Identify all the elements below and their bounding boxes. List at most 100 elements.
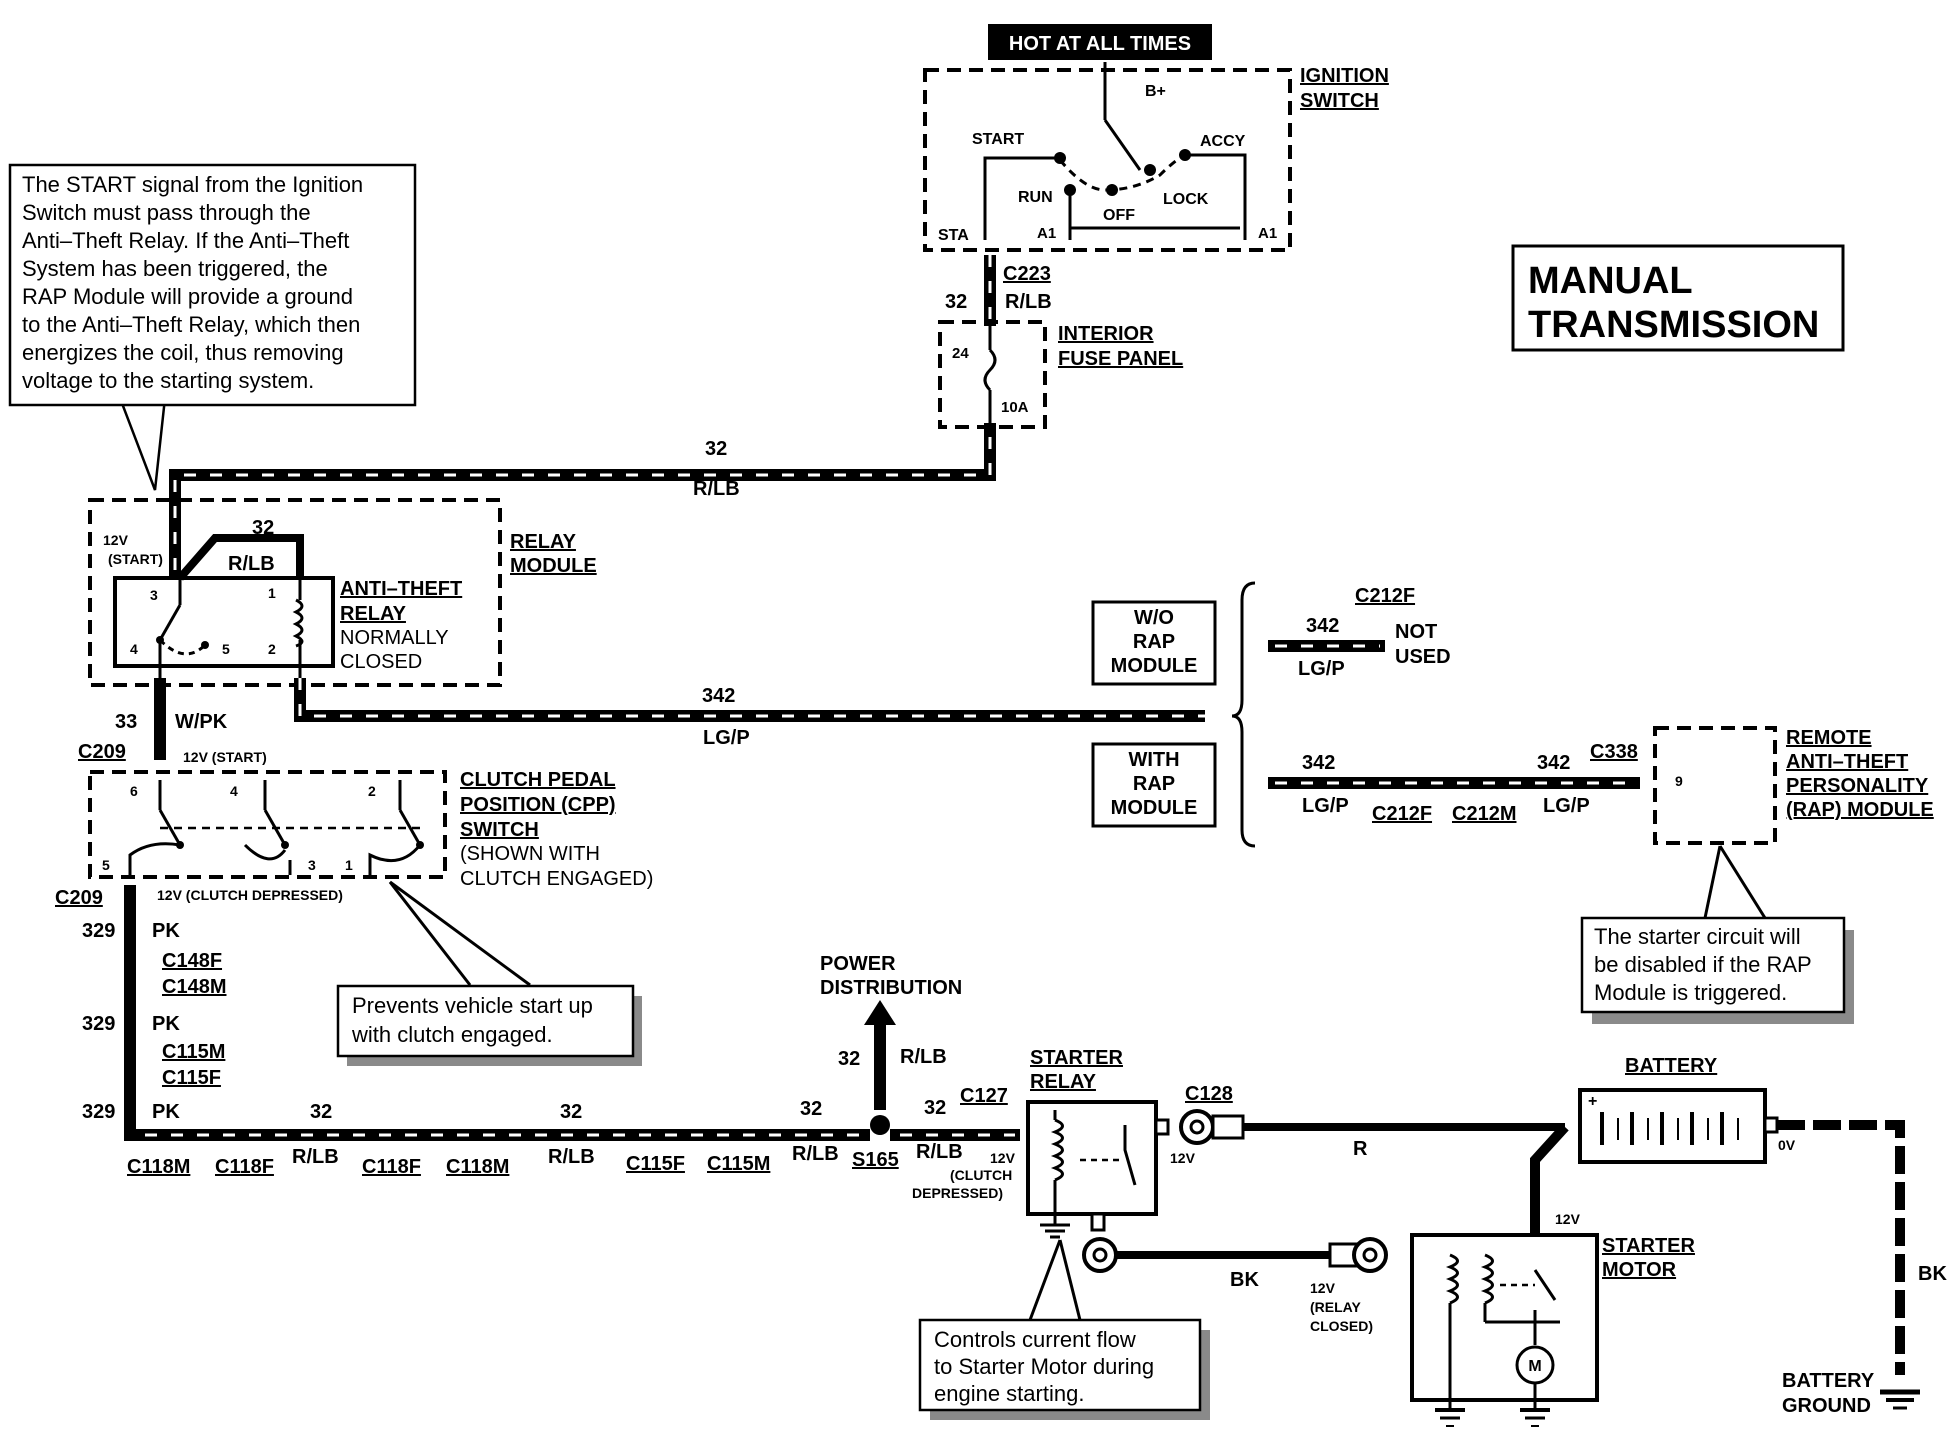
- wire-rlb-label-top: R/LB: [693, 478, 740, 500]
- callout-start-line-7: energizes the coil, thus removing: [22, 340, 344, 365]
- wire-pk-label-1: PK: [152, 920, 180, 942]
- callout-prevents-1: Prevents vehicle start up: [352, 993, 593, 1018]
- wire-329-label-2: 329: [82, 1013, 115, 1035]
- wire-rlb-bottom-3: R/LB: [792, 1143, 839, 1165]
- rap-module: 9 REMOTE ANTI–THEFT PERSONALITY (RAP) MO…: [1653, 726, 1934, 845]
- relay-pin-3: 3: [150, 587, 158, 603]
- relay-pin-1: 1: [268, 585, 276, 601]
- wire-rlb-relay-label: R/LB: [228, 553, 275, 575]
- wire-33-label: 33: [115, 711, 137, 733]
- relay-module-title-2: MODULE: [510, 555, 597, 577]
- relay-12v: 12V: [103, 532, 129, 548]
- fuse-panel-title-1: INTERIOR: [1058, 323, 1154, 345]
- wire-rlb-relay-in: R/LB: [916, 1141, 963, 1163]
- c212f-label-bottom: C212F: [1372, 803, 1432, 825]
- wire-329-label-1: 329: [82, 920, 115, 942]
- battery-ground-2: GROUND: [1782, 1395, 1871, 1417]
- cpp-pin-6: 6: [130, 783, 138, 799]
- wo-rap-2: RAP: [1133, 631, 1175, 653]
- rap-title-1: REMOTE: [1786, 727, 1872, 749]
- ignition-switch-title-1: IGNITION: [1300, 65, 1389, 87]
- rap-title-4: (RAP) MODULE: [1786, 799, 1934, 821]
- cpp-title-1: CLUTCH PEDAL: [460, 769, 616, 791]
- normally-closed-1: NORMALLY: [340, 627, 449, 649]
- rap-pin-9: 9: [1675, 773, 1683, 789]
- wire-lgp-with-2: LG/P: [1543, 795, 1590, 817]
- callout-controls-1: Controls current flow: [934, 1327, 1136, 1352]
- wo-rap-3: MODULE: [1111, 655, 1198, 677]
- wire-342-with-2: 342: [1537, 752, 1570, 774]
- battery: BATTERY + 0V BK BATTERY GROUND: [1578, 1055, 1947, 1417]
- starter-relay-clutch-1: (CLUTCH: [950, 1167, 1012, 1183]
- c115f-label: C115F: [162, 1067, 221, 1089]
- battery-plus: +: [1588, 1093, 1597, 1110]
- wire-lgp-wo: LG/P: [1298, 658, 1345, 680]
- callout-rap-2: be disabled if the RAP: [1594, 952, 1812, 977]
- starter-motor-12v: 12V: [1555, 1211, 1581, 1227]
- wire-32-power: 32: [838, 1048, 860, 1070]
- cpp-pin-4: 4: [230, 783, 238, 799]
- cpp-pin-1: 1: [345, 857, 353, 873]
- starter-motor-title-1: STARTER: [1602, 1235, 1696, 1257]
- c127-label: C127: [960, 1085, 1008, 1107]
- callout-start-line-1: The START signal from the Ignition: [22, 172, 363, 197]
- anti-theft-relay-title-2: RELAY: [340, 603, 407, 625]
- callout-controls: Controls current flow to Starter Motor d…: [918, 1239, 1210, 1420]
- wire-r-label: R: [1353, 1138, 1368, 1160]
- relay-closed-12v: 12V: [1310, 1280, 1336, 1296]
- a1-label-left: A1: [1037, 225, 1056, 242]
- with-rap-1: WITH: [1128, 749, 1179, 771]
- battery-0v: 0V: [1778, 1137, 1796, 1153]
- normally-closed-2: CLOSED: [340, 651, 422, 673]
- c338-label: C338: [1590, 741, 1638, 763]
- callout-start-line-4: System has been triggered, the: [22, 256, 328, 281]
- callout-start-line-6: to the Anti–Theft Relay, which then: [22, 312, 360, 337]
- cpp-pin-3: 3: [308, 857, 316, 873]
- power-distribution-2: DISTRIBUTION: [820, 977, 962, 999]
- wire-rlb-bottom-2: R/LB: [548, 1146, 595, 1168]
- c212m-label: C212M: [1452, 803, 1516, 825]
- wire-32-relay-in: 32: [924, 1097, 946, 1119]
- relay-closed-1: (RELAY: [1310, 1299, 1361, 1315]
- start-label: START: [972, 131, 1024, 148]
- relay-module: RELAY MODULE 32 R/LB 12V (START) 3 1 4 5…: [88, 498, 597, 687]
- callout-rap-disabled: The starter circuit will be disabled if …: [1580, 845, 1854, 1024]
- starter-relay: STARTER RELAY 12V (CLUTCH DEPRESSED): [912, 1047, 1170, 1239]
- wire-32-label-top: 32: [705, 438, 727, 460]
- title-line2: TRANSMISSION: [1528, 304, 1819, 346]
- c209-label-top: C209: [78, 741, 126, 763]
- wire-lgp-label-main: LG/P: [703, 727, 750, 749]
- wire-342-label-main: 342: [702, 685, 735, 707]
- callout-controls-2: to Starter Motor during: [934, 1354, 1154, 1379]
- c148f-label: C148F: [162, 950, 222, 972]
- fuse-number: 24: [952, 345, 969, 362]
- sta-label: STA: [938, 227, 969, 244]
- cpp-12v-clutch: 12V (CLUTCH DEPRESSED): [157, 887, 343, 903]
- wire-329-label-3: 329: [82, 1101, 115, 1123]
- c212f-label-top: C212F: [1355, 585, 1415, 607]
- c223-label: C223: [1003, 263, 1051, 285]
- callout-prevents-2: with clutch engaged.: [351, 1022, 553, 1047]
- cpp-note-1: (SHOWN WITH: [460, 843, 600, 865]
- relay-module-title-1: RELAY: [510, 531, 577, 553]
- wire-rlb-bottom-1: R/LB: [292, 1146, 339, 1168]
- c128-label: C128: [1185, 1083, 1233, 1105]
- callout-start-line-8: voltage to the starting system.: [22, 368, 314, 393]
- cpp-switch: 6 4 2 5 3 1 CLUTCH PEDAL POSITION (CPP) …: [88, 769, 653, 890]
- callout-start-line-3: Anti–Theft Relay. If the Anti–Theft: [22, 228, 349, 253]
- wire-342-wo: 342: [1306, 615, 1339, 637]
- c115m-label-bottom: C115M: [707, 1153, 770, 1175]
- starter-relay-12v: 12V: [990, 1150, 1016, 1166]
- starter-motor-title-2: MOTOR: [1602, 1259, 1677, 1281]
- off-label: OFF: [1103, 207, 1135, 224]
- relay-pin-4: 4: [130, 641, 138, 657]
- c118f-label-1: C118F: [215, 1156, 274, 1178]
- starter-relay-clutch-2: DEPRESSED): [912, 1185, 1003, 1201]
- wo-rap-1: W/O: [1134, 607, 1174, 629]
- relay-pin-2: 2: [268, 641, 276, 657]
- callout-controls-3: engine starting.: [934, 1381, 1084, 1406]
- wire-32-bottom-1: 32: [310, 1101, 332, 1123]
- c115m-label: C115M: [162, 1041, 225, 1063]
- relay-pin-5: 5: [222, 641, 230, 657]
